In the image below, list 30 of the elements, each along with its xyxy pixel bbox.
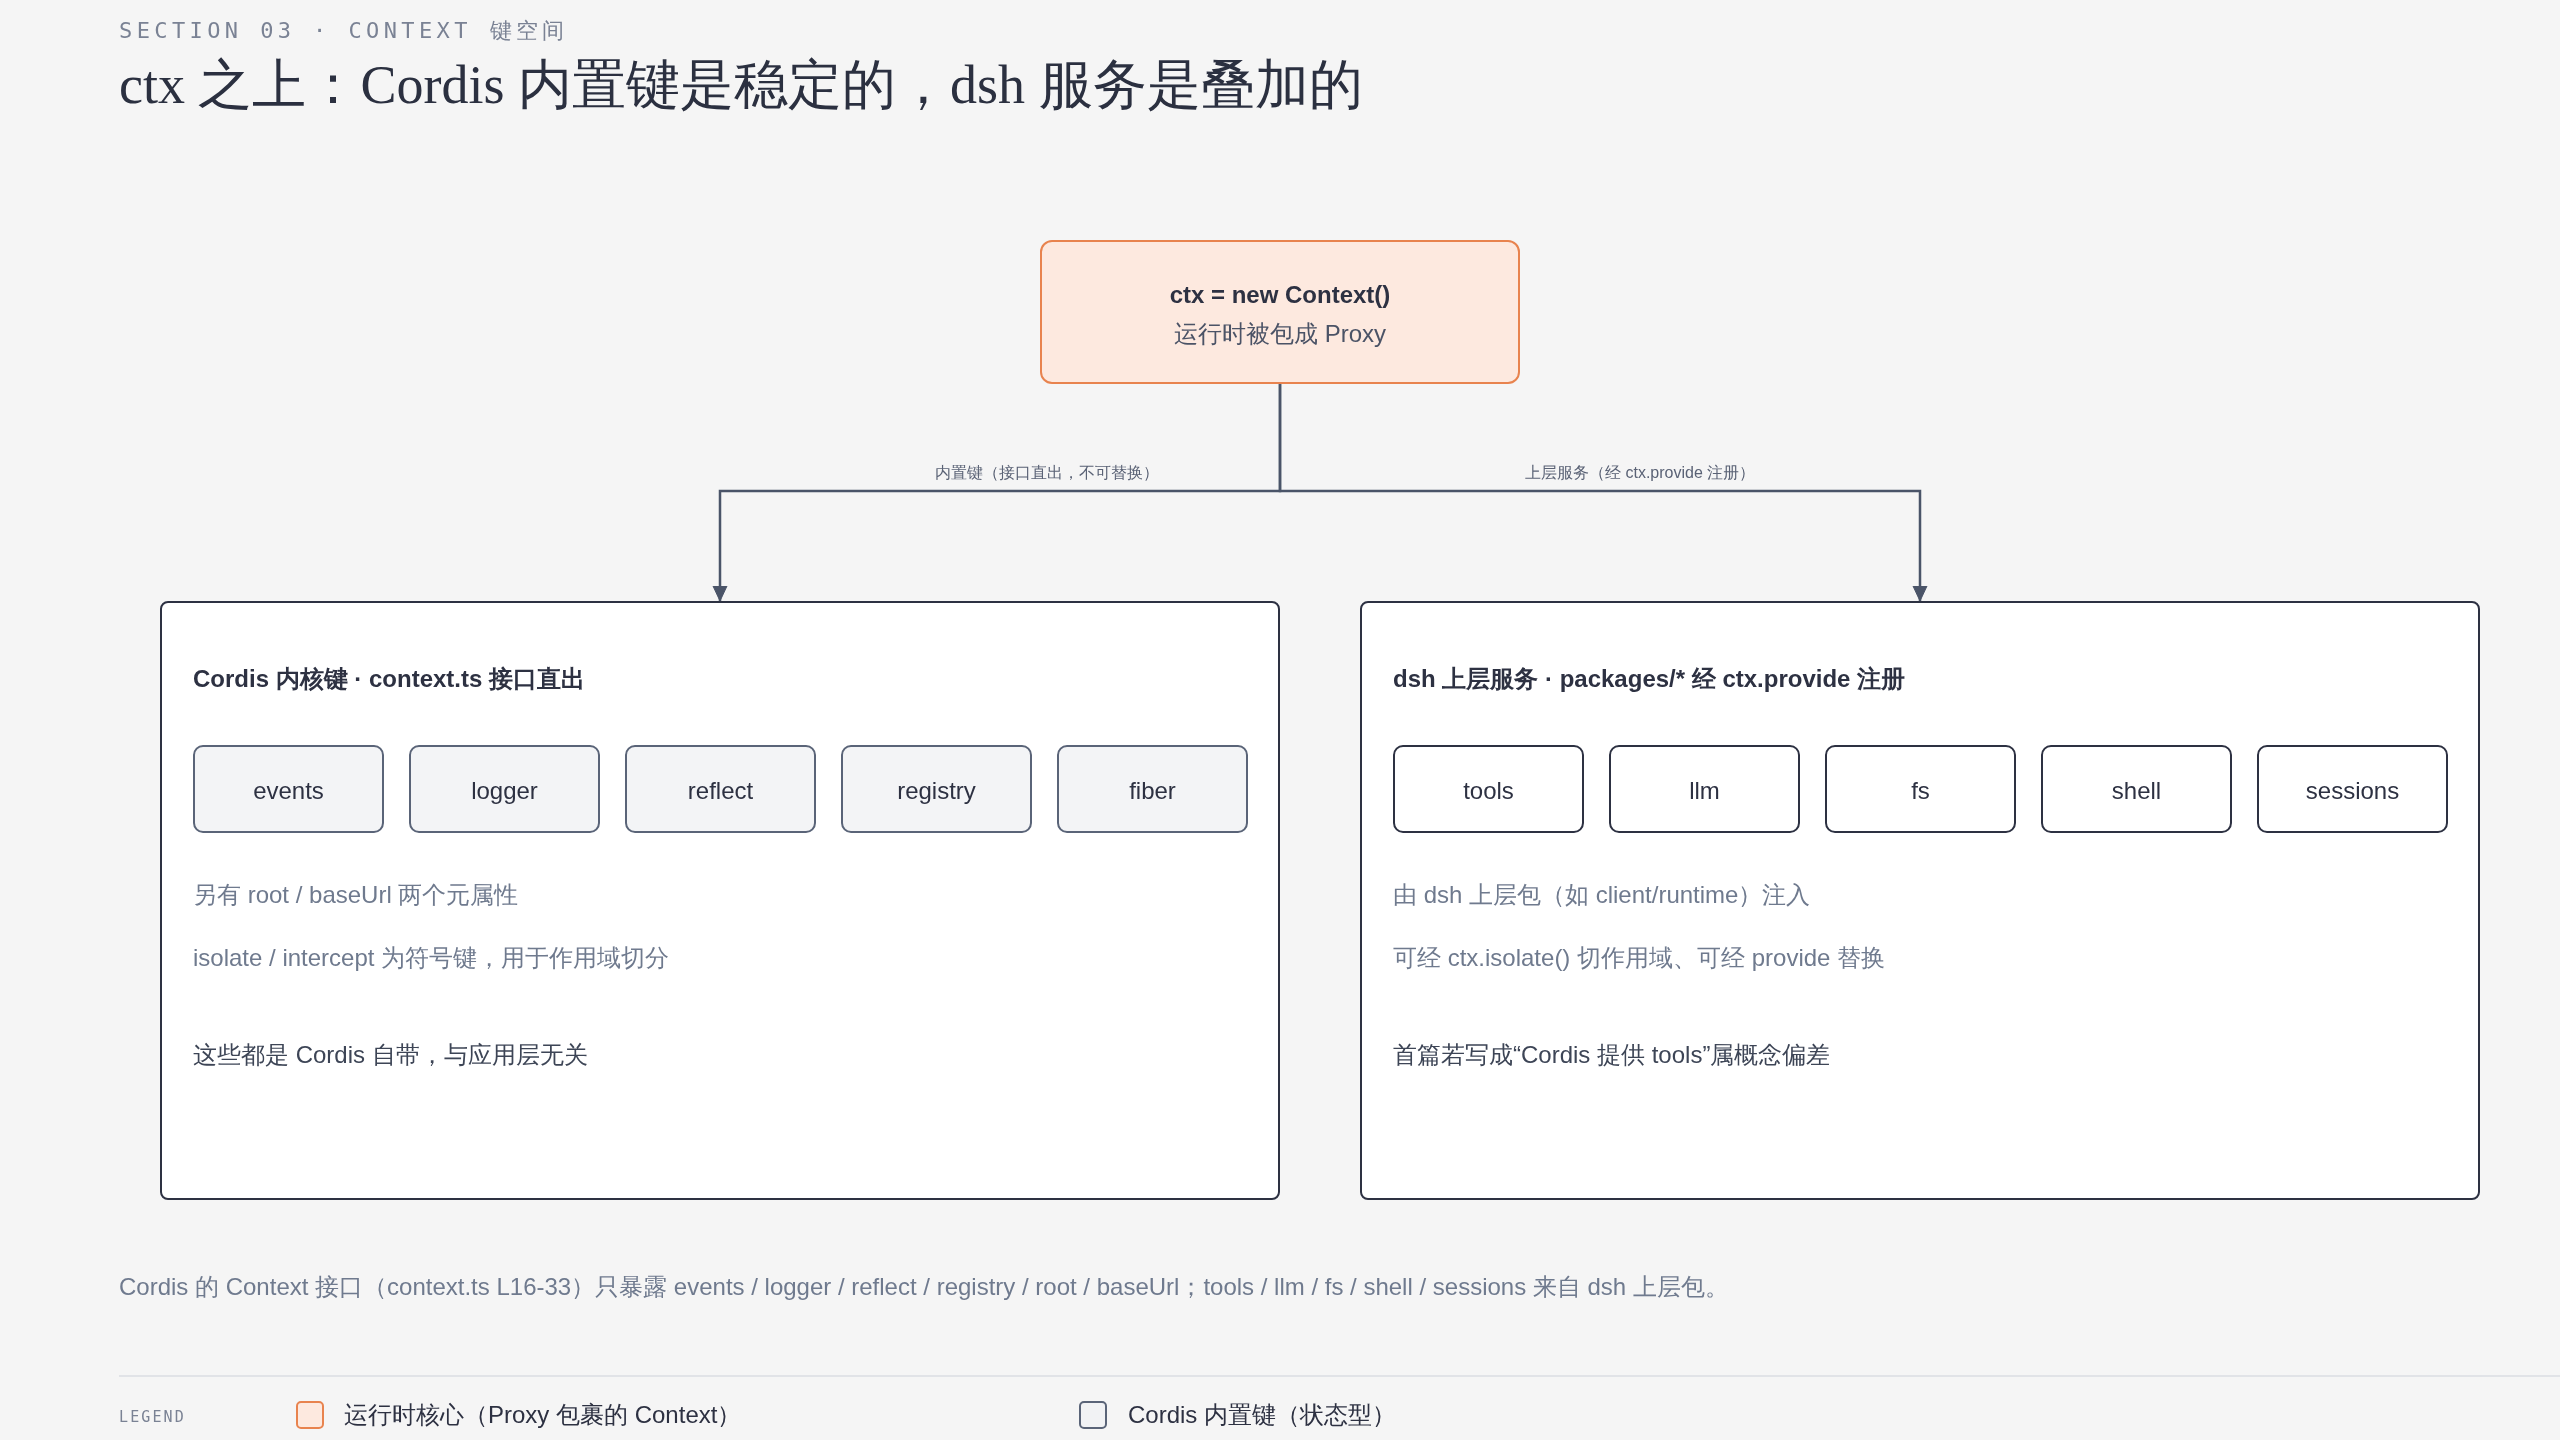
- section-heading: dsh 上层服务 · packages/* 经 ctx.provide 注册: [1393, 664, 1906, 694]
- key-box: events: [193, 745, 384, 833]
- key-box: llm: [1609, 745, 1800, 833]
- legend-text: Cordis 内置键（状态型）: [1128, 1400, 1397, 1430]
- section-heading: Cordis 内核键 · context.ts 接口直出: [193, 664, 586, 694]
- note-text: 首篇若写成“Cordis 提供 tools”属概念偏差: [1393, 1040, 1831, 1070]
- key-box: registry: [841, 745, 1032, 833]
- note-text: 可经 ctx.isolate() 切作用域、可经 provide 替换: [1393, 943, 1886, 973]
- page-title: ctx 之上：Cordis 内置键是稳定的，dsh 服务是叠加的: [119, 54, 1363, 117]
- key-box: fiber: [1057, 745, 1248, 833]
- note-text: 另有 root / baseUrl 两个元属性: [193, 880, 519, 910]
- panel: [160, 601, 1280, 1200]
- legend-text: 运行时核心（Proxy 包裹的 Context）: [344, 1400, 742, 1430]
- key-box: sessions: [2257, 745, 2448, 833]
- key-box: logger: [409, 745, 600, 833]
- connector-arrow: [1278, 384, 1928, 602]
- key-box: tools: [1393, 745, 1584, 833]
- code-title: ctx = new Context(): [1169, 279, 1391, 310]
- key-box: shell: [2041, 745, 2232, 833]
- note-text: 由 dsh 上层包（如 client/runtime）注入: [1393, 880, 1811, 910]
- section-label: SECTION 03 · CONTEXT 键空间: [119, 17, 569, 45]
- caption-text: Cordis 的 Context 接口（context.ts L16-33）只暴露 events / logger / reflect / registry / root / baseUrl；tools / llm / fs / shell / sessions 来自 dsh 上层包。: [119, 1272, 1729, 1302]
- note-text: 这些都是 Cordis 自带，与应用层无关: [193, 1040, 588, 1070]
- panel: [1360, 601, 2480, 1200]
- note-text: isolate / intercept 为符号键，用于作用域切分: [193, 943, 670, 973]
- context-box: [1040, 240, 1520, 384]
- legend-heading: LEGEND: [119, 1406, 186, 1428]
- key-box: reflect: [625, 745, 816, 833]
- key-box: fs: [1825, 745, 2016, 833]
- subtitle-text: 运行时被包成 Proxy: [1174, 318, 1386, 349]
